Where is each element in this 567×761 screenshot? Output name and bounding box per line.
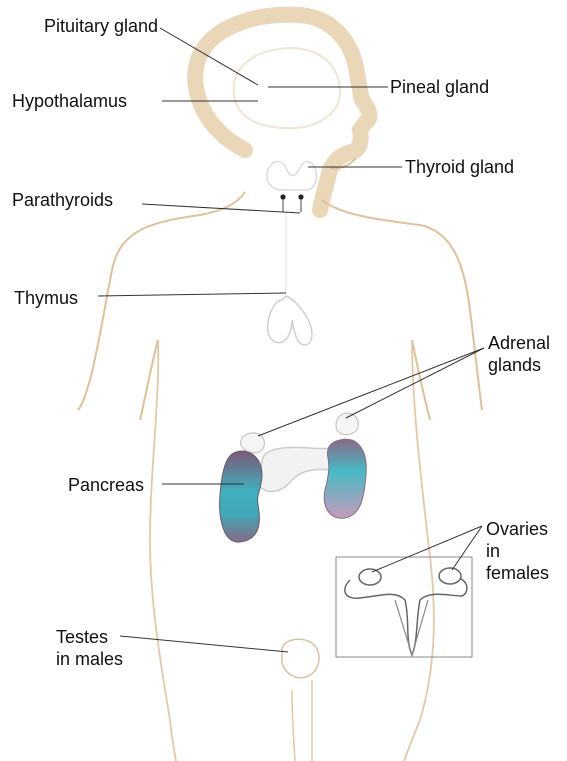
body-outline-left bbox=[78, 192, 245, 410]
uterus-tubes bbox=[345, 578, 467, 655]
arm-inner-left bbox=[140, 340, 158, 420]
torso-right bbox=[404, 340, 434, 761]
label-pineal: Pineal gland bbox=[390, 76, 489, 98]
parathyroid-right bbox=[298, 194, 303, 199]
label-thymus: Thymus bbox=[14, 287, 78, 309]
leg-inner bbox=[292, 690, 295, 761]
leader-parathyroids bbox=[142, 204, 300, 213]
kidney-right bbox=[324, 439, 366, 518]
leader-lines bbox=[98, 28, 484, 652]
torso-left bbox=[150, 340, 176, 761]
label-testes: Testes in males bbox=[56, 626, 123, 670]
label-pituitary: Pituitary gland bbox=[44, 15, 158, 37]
thymus-shape bbox=[268, 296, 312, 345]
leader-adrenal-left bbox=[258, 348, 484, 436]
label-adrenal: Adrenal glands bbox=[488, 332, 550, 376]
label-hypothalamus: Hypothalamus bbox=[12, 90, 127, 112]
testes-shape bbox=[282, 639, 319, 678]
label-thyroid: Thyroid gland bbox=[405, 156, 514, 178]
leader-testes bbox=[120, 636, 288, 652]
label-pancreas: Pancreas bbox=[68, 474, 144, 496]
ovary-left bbox=[359, 569, 381, 585]
body-outline-right bbox=[322, 200, 482, 410]
adrenal-right bbox=[336, 413, 358, 434]
ovary-right bbox=[439, 568, 461, 584]
label-ovaries: Ovaries in females bbox=[486, 518, 549, 584]
kidney-left bbox=[220, 451, 262, 542]
parathyroid-left bbox=[280, 194, 285, 199]
adrenal-left bbox=[241, 433, 265, 453]
brain-outline bbox=[234, 48, 340, 128]
leader-thymus bbox=[98, 293, 286, 296]
label-parathyroids: Parathyroids bbox=[12, 189, 113, 211]
thyroid-shape bbox=[267, 161, 316, 190]
head-outline bbox=[195, 15, 369, 210]
